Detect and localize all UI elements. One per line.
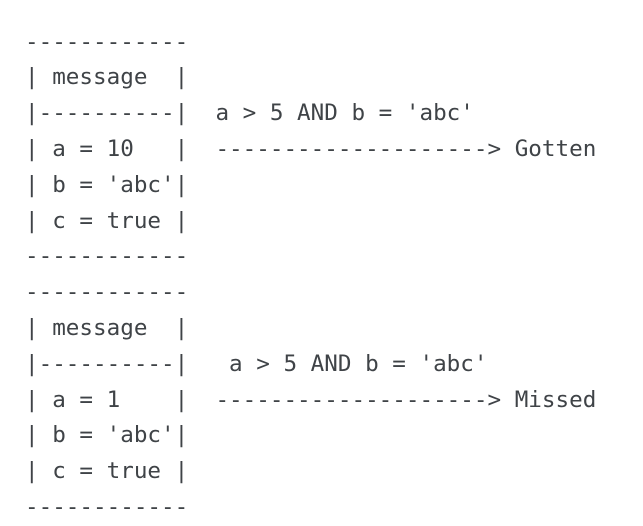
ascii-line: | b = 'abc'|: [25, 168, 643, 204]
table-border-top: ------------: [25, 28, 189, 55]
ascii-art-diagram: ------------ | message | |----------| a > …: [25, 25, 643, 526]
ascii-line: | b = 'abc'|: [25, 418, 643, 454]
ascii-line: | a = 1 | --------------------> Missed: [25, 383, 643, 419]
condition-text-missed: a > 5 AND b = 'abc': [188, 350, 488, 377]
arrow-outcome-missed: --------------------> Missed: [188, 386, 597, 413]
ascii-line: | message |: [25, 60, 643, 96]
ascii-line: | c = true |: [25, 204, 643, 240]
ascii-line: | a = 10 | --------------------> Gotten: [25, 132, 643, 168]
arrow-outcome-gotten: --------------------> Gotten: [188, 135, 597, 162]
table-border-bottom: ------------: [25, 493, 189, 520]
ascii-line: | message |: [25, 311, 643, 347]
table-row-a: | a = 1 |: [25, 386, 189, 413]
ascii-line: ------------: [25, 490, 643, 526]
table-row-b: | b = 'abc'|: [25, 422, 189, 449]
table-border-bottom: ------------: [25, 243, 189, 270]
table-header-row: | message |: [25, 314, 189, 341]
table-border-top: ------------: [25, 279, 189, 306]
ascii-line: ------------: [25, 275, 643, 311]
table-header-separator: |----------|: [25, 350, 189, 377]
table-row-b: | b = 'abc'|: [25, 171, 189, 198]
ascii-line: |----------| a > 5 AND b = 'abc': [25, 96, 643, 132]
condition-text-gotten: a > 5 AND b = 'abc': [188, 100, 474, 127]
table-row-c: | c = true |: [25, 207, 189, 234]
table-row-a: | a = 10 |: [25, 135, 189, 162]
ascii-line: | c = true |: [25, 454, 643, 490]
ascii-line: ------------: [25, 239, 643, 275]
table-row-c: | c = true |: [25, 458, 189, 485]
table-header-separator: |----------|: [25, 100, 189, 127]
ascii-line: |----------| a > 5 AND b = 'abc': [25, 347, 643, 383]
table-header-row: | message |: [25, 64, 189, 91]
ascii-line: ------------: [25, 25, 643, 61]
